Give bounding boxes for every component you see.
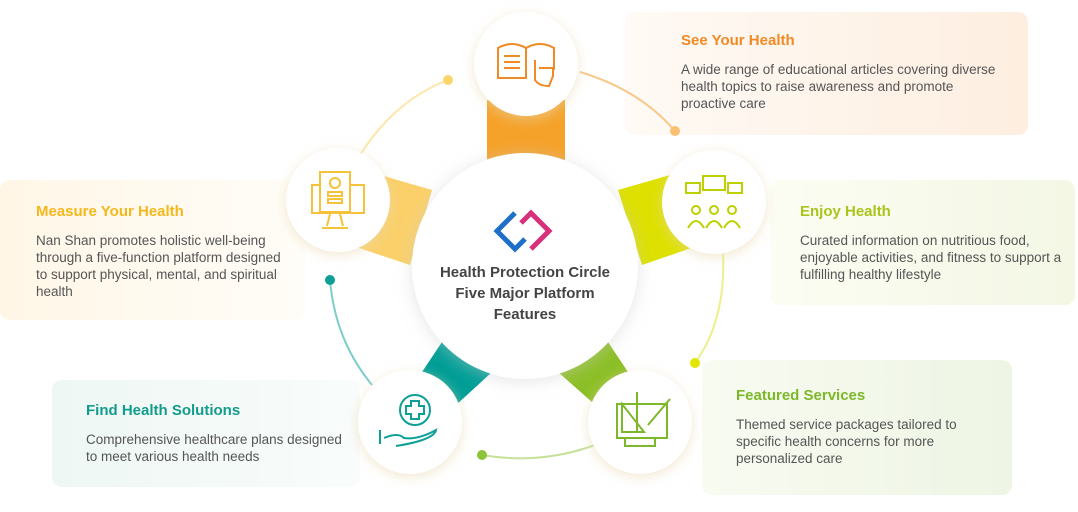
arc-dot	[477, 450, 487, 460]
card-featured-services: Featured Services Themed service package…	[702, 360, 1012, 495]
card-desc: A wide range of educational articles cov…	[681, 62, 996, 111]
center-title-line3: Features	[493, 306, 557, 323]
center-title-line1: Health Protection Circle	[439, 264, 611, 281]
card-see-your-health: See Your Health A wide range of educatio…	[625, 12, 1028, 135]
satellite-featured	[588, 370, 692, 474]
arc-dot	[690, 358, 700, 368]
card-enjoy-health: Enjoy Health Curated information on nutr…	[770, 180, 1075, 305]
logo-icon	[493, 209, 553, 253]
hand-medical-cross-icon	[379, 394, 438, 447]
card-desc: Curated information on nutritious food, …	[800, 233, 1062, 282]
satellite-enjoy	[662, 150, 766, 254]
satellite-see	[474, 12, 578, 116]
arc-dot	[325, 275, 335, 285]
arc-connector	[694, 253, 725, 364]
card-title: Find Health Solutions	[86, 402, 241, 419]
arc-connector	[481, 444, 596, 460]
card-desc: Themed service packages tailored to spec…	[736, 417, 957, 466]
connector-see	[487, 100, 565, 160]
arc-dot	[443, 75, 453, 85]
satellite-find	[358, 370, 462, 474]
design-tools-icon	[616, 392, 671, 447]
card-title: Enjoy Health	[800, 203, 891, 220]
card-desc: Comprehensive healthcare plans designed …	[86, 432, 342, 464]
arc-dot	[670, 126, 680, 136]
monitor-profile-icon	[311, 171, 365, 229]
satellite-measure	[286, 148, 390, 252]
arc-connector	[329, 279, 373, 386]
card-find-health-solutions: Find Health Solutions Comprehensive heal…	[52, 380, 360, 487]
center-title: Health Protection Circle Five Major Plat…	[425, 262, 625, 325]
card-title: Featured Services	[736, 387, 866, 404]
center-title-line2: Five Major Platform	[455, 285, 595, 302]
arc-connector	[359, 79, 449, 156]
book-hand-icon	[497, 43, 555, 88]
center-circle	[412, 153, 638, 379]
card-desc: Nan Shan promotes holistic well-being th…	[36, 233, 281, 299]
group-chat-icon	[685, 175, 743, 229]
card-measure-your-health: Measure Your Health Nan Shan promotes ho…	[0, 180, 305, 320]
card-title: See Your Health	[681, 32, 795, 49]
card-title: Measure Your Health	[36, 203, 184, 220]
arc-connector	[579, 71, 676, 132]
